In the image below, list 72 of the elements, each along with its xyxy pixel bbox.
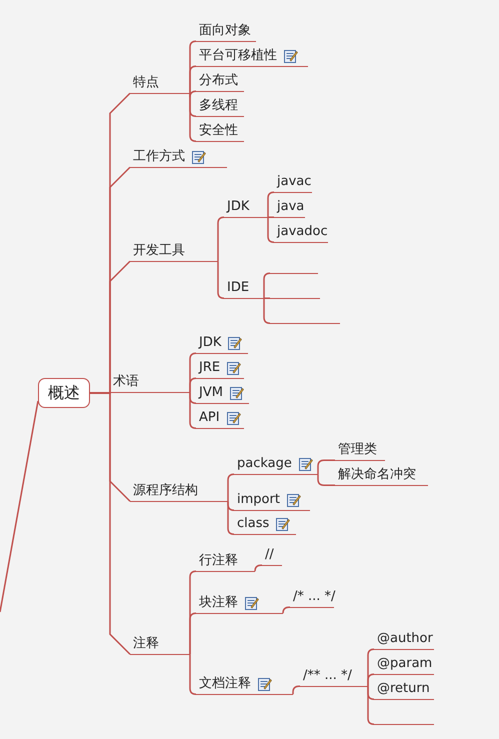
topic-label: 安全性 <box>198 123 238 140</box>
topic-label: 平台可移植性 <box>198 48 277 65</box>
topic-underline <box>130 73 190 94</box>
branch-line <box>292 686 300 695</box>
topic-label: 分布式 <box>198 73 238 90</box>
topic-label: 特点 <box>132 75 159 92</box>
topic-underline <box>234 514 296 535</box>
topic-underline <box>300 666 368 687</box>
branch-line <box>254 564 262 572</box>
topic-underline <box>196 46 308 67</box>
topic-underline <box>130 241 218 262</box>
topic-label: java <box>276 199 304 216</box>
branch-line <box>317 474 335 486</box>
topic-label: JDK <box>225 199 250 216</box>
topic-underline <box>335 440 385 461</box>
topic-label: JRE <box>197 360 220 377</box>
topic-label: javadoc <box>276 224 328 241</box>
branch-line <box>263 298 271 324</box>
topic-label: @param <box>376 656 432 673</box>
topic-label: @return <box>376 681 430 698</box>
topic-label: 注释 <box>132 636 159 653</box>
topic-label: // <box>264 547 274 564</box>
topic-label: JVM <box>197 385 223 402</box>
topic-label: 多线程 <box>198 98 238 115</box>
branch-line <box>317 460 335 475</box>
topic-underline <box>196 674 293 695</box>
branch-line <box>268 216 275 218</box>
topic-label: 术语 <box>112 374 139 391</box>
branch-line <box>264 298 271 299</box>
topic-underline <box>234 490 310 511</box>
topic-underline <box>234 454 318 475</box>
branch-line <box>189 378 197 393</box>
topic-label: 块注释 <box>198 595 238 612</box>
topic-underline <box>130 147 227 168</box>
topic-label: /* ... */ <box>292 589 336 606</box>
topic-underline <box>196 121 244 142</box>
topic-underline <box>196 71 244 92</box>
branch-line <box>367 674 375 687</box>
topic-underline <box>196 21 256 42</box>
topic-label: 面向对象 <box>198 23 251 40</box>
topic-underline <box>196 96 244 117</box>
branch-line <box>189 92 197 142</box>
topic-underline <box>196 593 283 614</box>
branch-line <box>189 612 197 655</box>
topic-underline <box>130 634 190 655</box>
topic-label: import <box>236 492 280 509</box>
topic-label: IDE <box>226 280 250 297</box>
topic-label: class <box>236 516 270 533</box>
branch-line <box>0 400 39 612</box>
topic-label: 文档注释 <box>198 676 251 693</box>
topic-label: 开发工具 <box>132 243 185 260</box>
central-topic-box: 概述 <box>38 378 90 408</box>
topic-label: API <box>198 410 220 427</box>
topic-label: JDK <box>197 335 222 352</box>
topic-underline <box>130 481 228 502</box>
topic-label: 工作方式 <box>132 149 185 166</box>
topic-label: 解决命名冲突 <box>337 467 416 484</box>
topic-underline <box>196 551 255 572</box>
branch-line <box>90 392 131 655</box>
branch-line <box>267 216 275 243</box>
topic-label: javac <box>276 174 312 191</box>
topic-underline <box>110 372 190 393</box>
branch-line <box>189 90 197 98</box>
topic-label: 管理类 <box>337 442 377 459</box>
branch-line <box>189 66 197 94</box>
branch-line <box>282 606 290 614</box>
topic-underline <box>335 465 428 486</box>
topic-label: @author <box>376 631 433 648</box>
topic-label: 行注释 <box>198 553 238 570</box>
topic-label: package <box>236 456 292 473</box>
topic-label: /** ... */ <box>302 668 352 685</box>
topic-label: 源程序结构 <box>132 483 198 500</box>
